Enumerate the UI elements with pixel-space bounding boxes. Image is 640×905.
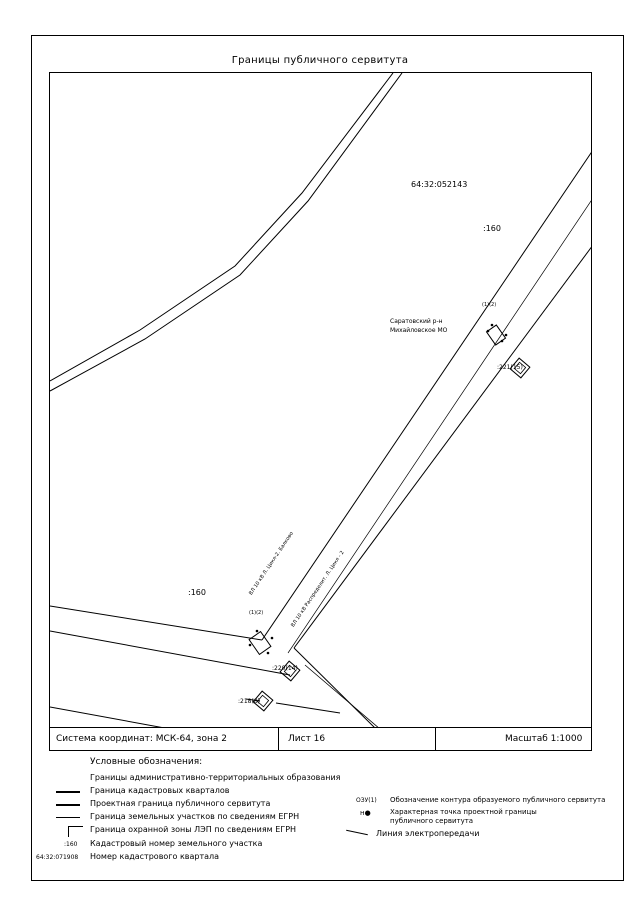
power-line [287, 200, 591, 654]
legend-code-quarter: 64:32:071908 [36, 854, 79, 861]
char-point [486, 329, 490, 333]
legend-title: Условные обозначения: [90, 757, 203, 767]
char-point [255, 629, 259, 633]
parcel-number-label: :160 [188, 588, 206, 597]
char-point [490, 323, 494, 327]
parcel-boundary-3 [50, 706, 162, 727]
drawing-sheet-frame [31, 35, 624, 881]
quarter-number-label: 64:32:052143 [411, 180, 468, 189]
char-point [266, 651, 270, 655]
map-title: Границы публичного сервитута [231, 55, 409, 66]
char-point [248, 643, 252, 647]
legend-item-quarter-number: Номер кадастрового квартала [90, 852, 220, 861]
title-block-divider [278, 728, 279, 750]
region-label: Саратовский р-н [390, 318, 443, 325]
road-edge-lower [50, 73, 403, 392]
scale-label: Масштаб 1:1000 [505, 734, 583, 744]
parcel-boundary-5 [275, 702, 341, 714]
map-frame: 64:32:052143 :160 :160 Саратовский р-н М… [49, 72, 592, 728]
legend-item-contour: Обозначение контура образуемого публично… [390, 796, 606, 804]
legend-item-power-line: Линия электропередачи [376, 829, 480, 838]
legend-item-servitude-boundary: Проектная граница публичного сервитута [90, 799, 271, 808]
legend-symbol-parcel-boundary [56, 817, 80, 818]
char-point [270, 636, 274, 640]
municipality-label: Михайловское МО [390, 327, 448, 334]
legend-symbol-protection-zone [68, 826, 83, 837]
servitude-contour-top [485, 324, 507, 346]
pole-marker-8 [252, 690, 274, 712]
map-drawing [50, 73, 591, 727]
legend-item-char-point: Характерная точка проектной границы публ… [390, 808, 537, 825]
servitude-contour-bottom [248, 630, 272, 656]
lep-corridor-lower [293, 246, 591, 649]
legend-symbol-char-point: н● [360, 809, 371, 817]
char-point [500, 339, 504, 343]
legend-symbol-quarter-boundary [56, 791, 80, 793]
pole-marker-15 [509, 357, 531, 379]
parcel-boundary-2 [50, 630, 291, 676]
legend-item-parcel-boundary: Граница земельных участков по сведениям … [90, 812, 300, 821]
legend-item-parcel-number: Кадастровый номер земельного участка [90, 839, 263, 848]
road-edge-upper [50, 73, 394, 382]
title-block: Система координат: МСК-64, зона 2 Лист 1… [49, 728, 592, 751]
point-label-14: :220(14) [272, 665, 298, 672]
title-block-divider [435, 728, 436, 750]
road-branch-left [293, 647, 375, 727]
parcel-number-label: :160 [483, 224, 501, 233]
legend-item-admin-boundary: Границы административно-территориальных … [90, 773, 341, 782]
contour-label: (1)(2) [482, 302, 497, 308]
contour-label: (1)(2) [249, 610, 264, 616]
coordinate-system-label: Система координат: МСК-64, зона 2 [56, 734, 227, 744]
sheet-number: Лист 16 [288, 734, 326, 744]
legend-item-protection-zone: Граница охранной зоны ЛЭП по сведениям Е… [90, 825, 297, 834]
point-label-15: :221(15) [497, 364, 523, 371]
pole-marker-14 [279, 660, 301, 682]
road-branch-right [304, 664, 379, 727]
point-label-8: :218(8) [238, 698, 260, 705]
legend-symbol-servitude-boundary [56, 804, 80, 806]
legend-code-parcel: :160 [64, 841, 78, 848]
legend-code-contour: ОЗУ(1) [356, 797, 377, 804]
parcel-boundary-1 [50, 605, 263, 641]
legend-item-quarter-boundary: Граница кадастровых кварталов [90, 786, 230, 795]
lep-corridor-upper [261, 152, 591, 641]
char-point [504, 333, 508, 337]
